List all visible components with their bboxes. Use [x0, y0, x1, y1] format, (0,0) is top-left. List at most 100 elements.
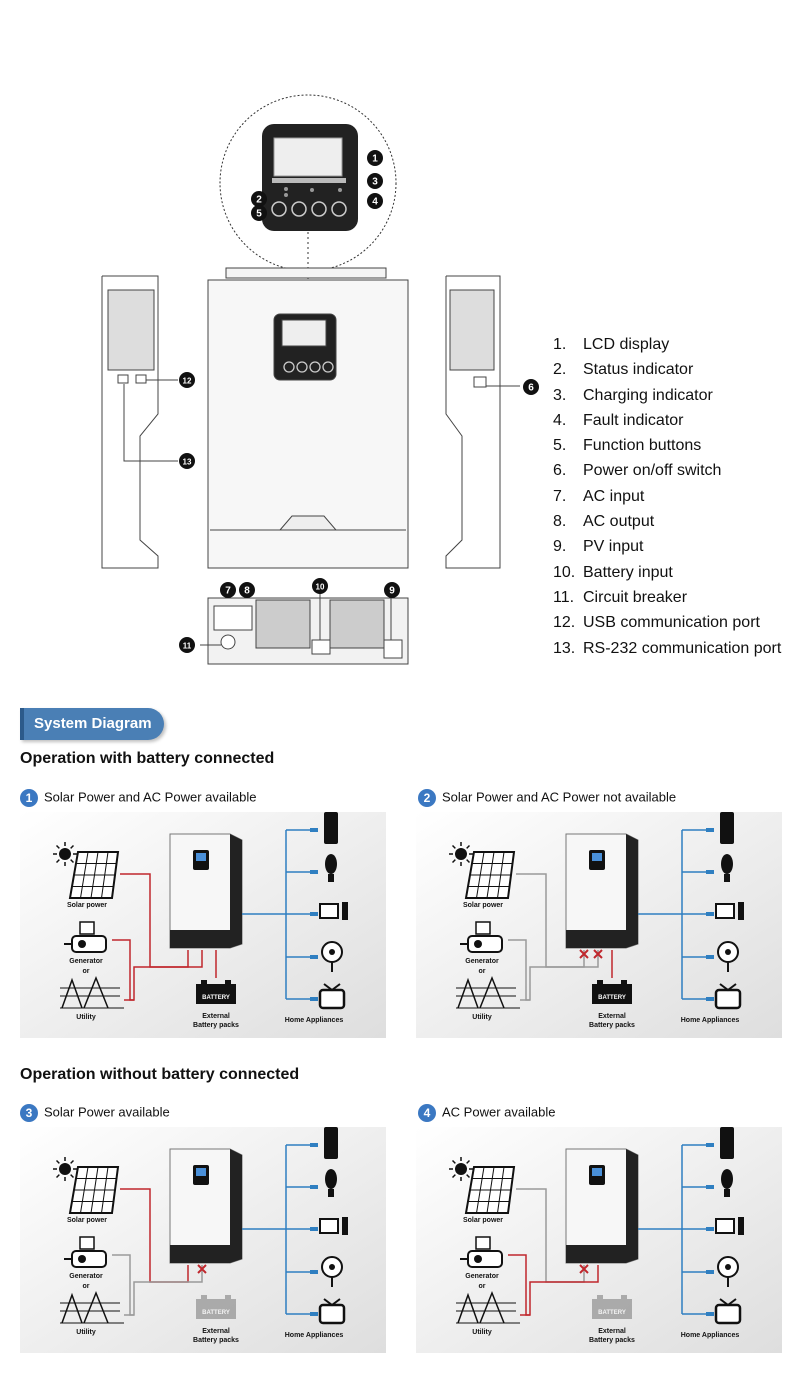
legend-item: 6.Power on/off switch — [553, 462, 722, 480]
inverter-icon — [565, 833, 639, 949]
svg-text:5: 5 — [256, 209, 262, 220]
svg-text:Utility: Utility — [472, 1329, 492, 1336]
svg-text:BATTERY: BATTERY — [598, 1310, 626, 1316]
svg-text:Solar power: Solar power — [463, 902, 503, 909]
bottom-view — [200, 593, 409, 665]
svg-text:4: 4 — [372, 197, 378, 208]
svg-text:Generator: Generator — [69, 958, 103, 965]
svg-text:or: or — [479, 1283, 486, 1290]
zoom-circle — [219, 94, 397, 272]
svg-text:6: 6 — [528, 383, 534, 394]
utility-tower-icon — [456, 975, 520, 1009]
legend-item: 8.AC output — [553, 513, 655, 531]
svg-text:10: 10 — [316, 583, 325, 592]
legend-item: 5.Function buttons — [553, 437, 702, 455]
battery-icon: BATTERY — [592, 980, 632, 1004]
svg-text:or: or — [83, 1283, 90, 1290]
svg-text:9: 9 — [389, 586, 395, 597]
sun-icon — [53, 842, 77, 866]
appliance-wiring — [638, 828, 714, 1001]
appliance-icons — [318, 1127, 348, 1325]
legend-item: 9.PV input — [553, 538, 644, 556]
solar-panel-icon — [68, 851, 120, 899]
legend-item: 7.AC input — [553, 487, 645, 505]
svg-text:External: External — [202, 1013, 230, 1020]
svg-text:Utility: Utility — [472, 1014, 492, 1021]
battery-icon: BATTERY — [196, 980, 236, 1004]
legend-item: 3.Charging indicator — [553, 386, 713, 404]
svg-text:12: 12 — [183, 377, 192, 386]
generator-icon — [64, 921, 107, 953]
legend-item: 12.USB communication port — [553, 614, 760, 632]
appliance-icons — [714, 812, 744, 1010]
appliance-wiring — [242, 1143, 318, 1316]
appliance-icons — [318, 812, 348, 1010]
generator-icon — [460, 921, 503, 953]
utility-tower-icon — [456, 1290, 520, 1324]
svg-text:3: 3 — [372, 177, 378, 188]
svg-text:Generator: Generator — [69, 1273, 103, 1280]
callout-1: 1 — [367, 150, 383, 166]
inverter-icon — [169, 1148, 243, 1264]
source-wiring — [508, 873, 613, 1001]
inverter-icon — [169, 833, 243, 949]
svg-text:1: 1 — [372, 154, 378, 165]
legend-item: 13.RS-232 communication port — [553, 639, 782, 657]
sun-icon — [449, 1157, 473, 1181]
callout-10: 10 — [312, 578, 328, 594]
lcd-screen-zoom — [273, 137, 343, 177]
battery-icon: BATTERY — [196, 1295, 236, 1319]
badge-2: 2 — [418, 789, 436, 807]
scenario-3-diagram: Solar powerGeneratororUtilityBATTERYExte… — [20, 1127, 386, 1353]
svg-text:Solar power: Solar power — [463, 1217, 503, 1224]
callout-5: 5 — [251, 205, 267, 221]
svg-text:External: External — [598, 1328, 626, 1335]
generator-icon — [64, 1236, 107, 1268]
svg-text:13: 13 — [183, 458, 192, 467]
callout-9: 9 — [384, 582, 400, 598]
svg-text:or: or — [83, 968, 90, 975]
svg-text:2: 2 — [256, 195, 262, 206]
callout-13: 13 — [179, 453, 195, 469]
utility-tower-icon — [60, 1290, 124, 1324]
svg-text:Battery packs: Battery packs — [589, 1022, 635, 1029]
badge-4: 4 — [418, 1104, 436, 1122]
battery-icon: BATTERY — [592, 1295, 632, 1319]
svg-text:Home Appliances: Home Appliances — [681, 1017, 740, 1024]
solar-panel-icon — [464, 1166, 516, 1214]
svg-text:11: 11 — [183, 642, 192, 651]
component-legend: 1.LCD display 2.Status indicator 3.Chargin… — [553, 332, 781, 661]
svg-text:8: 8 — [244, 586, 250, 597]
right-side-view — [445, 275, 520, 569]
inverter-icon — [565, 1148, 639, 1264]
callout-12: 12 — [179, 372, 195, 388]
legend-item: 1.LCD display — [553, 336, 670, 353]
scenario-2-diagram: Solar powerGeneratororUtilityBATTERYExte… — [416, 812, 782, 1038]
scenario-4-diagram: Solar powerGeneratororUtilityBATTERYExte… — [416, 1127, 782, 1353]
utility-tower-icon — [60, 975, 124, 1009]
svg-text:External: External — [202, 1328, 230, 1335]
appliance-wiring — [638, 1143, 714, 1316]
svg-text:Solar power: Solar power — [67, 902, 107, 909]
svg-text:Solar power: Solar power — [67, 1217, 107, 1224]
svg-text:Home Appliances: Home Appliances — [681, 1332, 740, 1339]
svg-text:BATTERY: BATTERY — [202, 995, 230, 1001]
left-side-view — [101, 275, 178, 569]
callout-7: 7 — [220, 582, 236, 598]
legend-item: 2.Status indicator — [553, 361, 694, 379]
legend-item: 11.Circuit breaker — [553, 588, 688, 606]
sun-icon — [449, 842, 473, 866]
svg-text:Generator: Generator — [465, 958, 499, 965]
appliance-icons — [714, 1127, 744, 1325]
svg-text:BATTERY: BATTERY — [202, 1310, 230, 1316]
callout-8: 8 — [239, 582, 255, 598]
heading-with-battery: Operation with battery connected — [20, 750, 275, 767]
svg-text:Battery packs: Battery packs — [589, 1337, 635, 1344]
callout-11: 11 — [179, 637, 195, 653]
svg-text:Home Appliances: Home Appliances — [285, 1332, 344, 1339]
solar-panel-icon — [464, 851, 516, 899]
